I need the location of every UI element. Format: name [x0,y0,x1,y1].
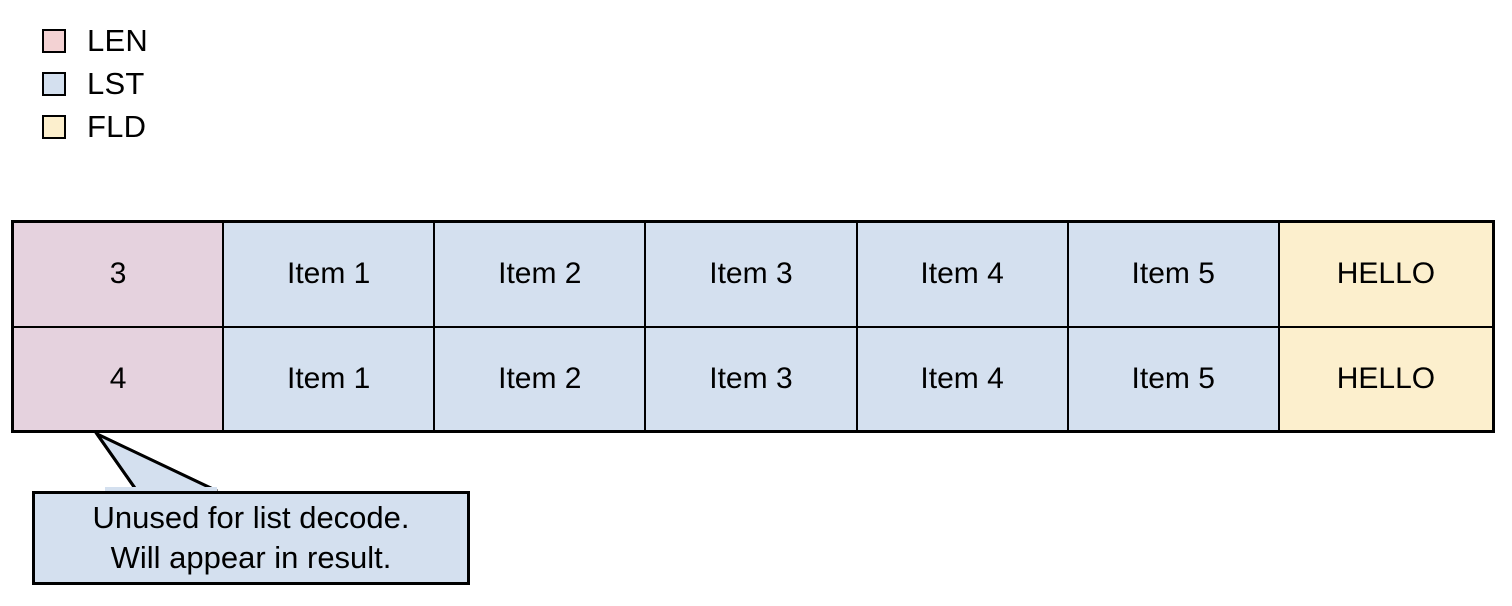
callout-pointer-tail [92,430,218,495]
list-cell-row-2-item-5: Item 5 [1066,325,1280,433]
len-cell-row-2: 4 [11,325,225,433]
legend-label-fld: FLD [87,109,147,144]
callout-line-1: Unused for list decode. [92,500,410,535]
list-cell-row-1-item-4: Item 4 [855,220,1069,328]
list-cell-row-2-item-3: Item 3 [644,325,858,433]
list-cell-row-1-item-5: Item 5 [1066,220,1280,328]
fld-cell-row-1: HELLO [1277,220,1495,328]
legend-item-fld: FLD [42,105,148,148]
legend-label-lst: LST [87,66,145,101]
list-cell-row-2-item-4: Item 4 [855,325,1069,433]
table-row: 3 Item 1 Item 2 Item 3 Item 4 Item 5 HEL… [11,220,1495,328]
list-cell-row-2-item-2: Item 2 [433,325,647,433]
callout-tail-left-edge [95,433,139,492]
callout-tail-wedge [92,430,218,493]
legend-swatch-len-icon [42,28,66,53]
legend-swatch-fld-icon [42,114,66,139]
list-cell-row-1-item-3: Item 3 [644,220,858,328]
list-cell-row-2-item-1: Item 1 [222,325,436,433]
fld-cell-row-2: HELLO [1277,325,1495,433]
list-cell-row-1-item-1: Item 1 [222,220,436,328]
structure-table: 3 Item 1 Item 2 Item 3 Item 4 Item 5 HEL… [11,220,1495,433]
legend: LEN LST FLD [42,19,148,148]
table-row: 4 Item 1 Item 2 Item 3 Item 4 Item 5 HEL… [11,325,1495,433]
len-cell-row-1: 3 [11,220,225,328]
callout-line-2: Will appear in result. [110,540,392,575]
callout-box: Unused for list decode. Will appear in r… [32,491,470,585]
legend-item-len: LEN [42,19,148,62]
list-cell-row-1-item-2: Item 2 [433,220,647,328]
legend-label-len: LEN [87,23,148,58]
legend-swatch-lst-icon [42,71,66,96]
legend-item-lst: LST [42,62,148,105]
